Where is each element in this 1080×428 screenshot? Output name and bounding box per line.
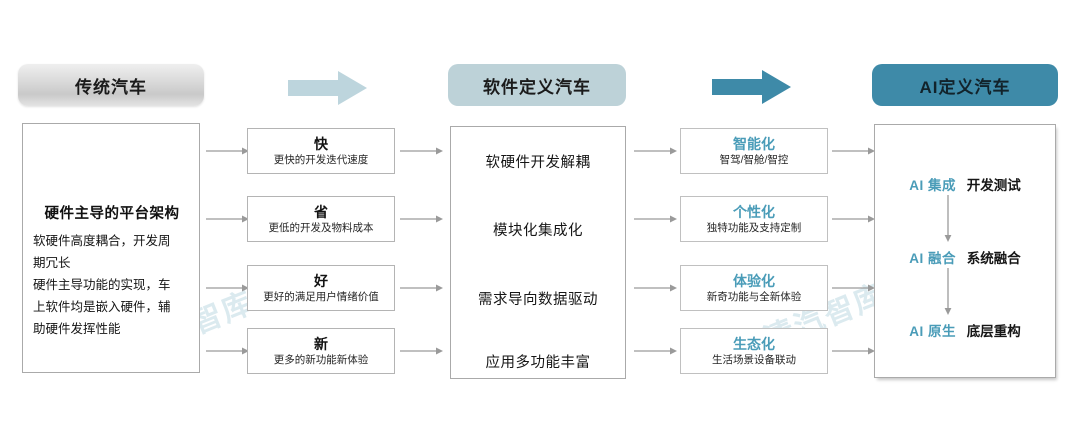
connector-arrow-icon [832, 283, 876, 293]
ai-stage-name: AI 集成 [909, 178, 956, 193]
capability-card-subtitle: 新奇功能与全新体验 [706, 290, 802, 303]
benefit-card-title: 新 [314, 335, 328, 352]
benefit-card-subtitle: 更快的开发迭代速度 [273, 153, 369, 166]
benefit-card[interactable]: 快 更快的开发迭代速度 [247, 128, 395, 174]
connector-arrow-icon [400, 146, 444, 156]
connector-arrow-icon [634, 346, 678, 356]
capability-card-subtitle: 智驾/智舱/智控 [719, 153, 789, 166]
connector-arrow-icon [206, 346, 250, 356]
connector-arrow-icon [832, 146, 876, 156]
capability-card-title: 体验化 [733, 272, 775, 289]
software-panel-line: 模块化集成化 [493, 223, 583, 239]
ai-stage-tag: 底层重构 [966, 324, 1021, 339]
benefit-card-title: 省 [314, 203, 328, 220]
capability-card[interactable]: 生态化 生活场景设备联动 [680, 328, 828, 374]
capability-card[interactable]: 个性化 独特功能及支持定制 [680, 196, 828, 242]
connector-arrow-icon [400, 346, 444, 356]
software-panel-line: 需求导向数据驱动 [478, 292, 598, 308]
connector-arrow-icon [400, 214, 444, 224]
stage-header-ai-defined: AI定义汽车 [872, 64, 1058, 106]
software-defined-panel: 软硬件开发解耦 模块化集成化 需求导向数据驱动 应用多功能丰富 [450, 126, 626, 379]
connector-arrow-icon [634, 283, 678, 293]
benefit-card-title: 好 [314, 272, 328, 289]
capability-card[interactable]: 智能化 智驾/智舱/智控 [680, 128, 828, 174]
down-arrow-icon [943, 268, 953, 321]
traditional-vehicle-panel: 硬件主导的平台架构 软硬件高度耦合，开发周 期冗长 硬件主导功能的实现，车 上软… [22, 123, 200, 373]
ai-defined-panel: AI 集成 开发测试 AI 融合 系统融合 AI 原生 底层重构 [874, 124, 1056, 378]
body-line: 软硬件高度耦合，开发周 [33, 234, 171, 248]
ai-stage-row: AI 原生 底层重构 [875, 320, 1055, 340]
stage-header-label: 软件定义汽车 [483, 77, 591, 97]
traditional-panel-title: 硬件主导的平台架构 [44, 206, 180, 222]
down-arrow-icon [943, 195, 953, 248]
benefit-card[interactable]: 好 更好的满足用户情绪价值 [247, 265, 395, 311]
benefit-card-subtitle: 更低的开发及物料成本 [268, 221, 374, 234]
stage-header-traditional: 传统汽车 [18, 64, 204, 106]
benefit-card-subtitle: 更好的满足用户情绪价值 [263, 290, 379, 303]
stage-header-software-defined: 软件定义汽车 [448, 64, 626, 106]
benefit-card[interactable]: 省 更低的开发及物料成本 [247, 196, 395, 242]
connector-arrow-icon [634, 146, 678, 156]
benefit-card-title: 快 [314, 135, 328, 152]
connector-arrow-icon [634, 214, 678, 224]
transition-arrow-icon [288, 70, 368, 106]
traditional-panel-body: 软硬件高度耦合，开发周 期冗长 硬件主导功能的实现，车 上软件均是嵌入硬件，辅 … [31, 230, 193, 340]
benefit-card[interactable]: 新 更多的新功能新体验 [247, 328, 395, 374]
traditional-panel-content: 硬件主导的平台架构 软硬件高度耦合，开发周 期冗长 硬件主导功能的实现，车 上软… [31, 202, 193, 340]
capability-card-subtitle: 独特功能及支持定制 [706, 221, 802, 234]
connector-arrow-icon [206, 283, 250, 293]
capability-card-subtitle: 生活场景设备联动 [712, 353, 796, 366]
body-line: 硬件主导功能的实现，车 [33, 278, 171, 292]
ai-stage-tag: 系统融合 [966, 251, 1021, 266]
body-line: 期冗长 [33, 256, 71, 270]
ai-stage-name: AI 原生 [909, 324, 956, 339]
connector-arrow-icon [832, 214, 876, 224]
stage-header-label: AI定义汽车 [919, 77, 1011, 97]
capability-card-title: 生态化 [733, 335, 775, 352]
ai-stage-row: AI 集成 开发测试 [875, 174, 1055, 194]
body-line: 助硬件发挥性能 [33, 322, 121, 336]
connector-arrow-icon [832, 346, 876, 356]
capability-card-title: 智能化 [733, 135, 775, 152]
capability-card[interactable]: 体验化 新奇功能与全新体验 [680, 265, 828, 311]
ai-stage-name: AI 融合 [909, 251, 956, 266]
ai-stage-row: AI 融合 系统融合 [875, 247, 1055, 267]
transition-arrow-icon [712, 68, 792, 106]
software-panel-line: 应用多功能丰富 [485, 355, 591, 371]
connector-arrow-icon [400, 283, 444, 293]
body-line: 上软件均是嵌入硬件，辅 [33, 300, 171, 314]
software-panel-line: 软硬件开发解耦 [485, 155, 591, 171]
ai-stage-tag: 开发测试 [966, 178, 1021, 193]
benefit-card-subtitle: 更多的新功能新体验 [273, 353, 369, 366]
connector-arrow-icon [206, 214, 250, 224]
connector-arrow-icon [206, 146, 250, 156]
capability-card-title: 个性化 [733, 203, 775, 220]
stage-header-label: 传统汽车 [75, 77, 147, 97]
